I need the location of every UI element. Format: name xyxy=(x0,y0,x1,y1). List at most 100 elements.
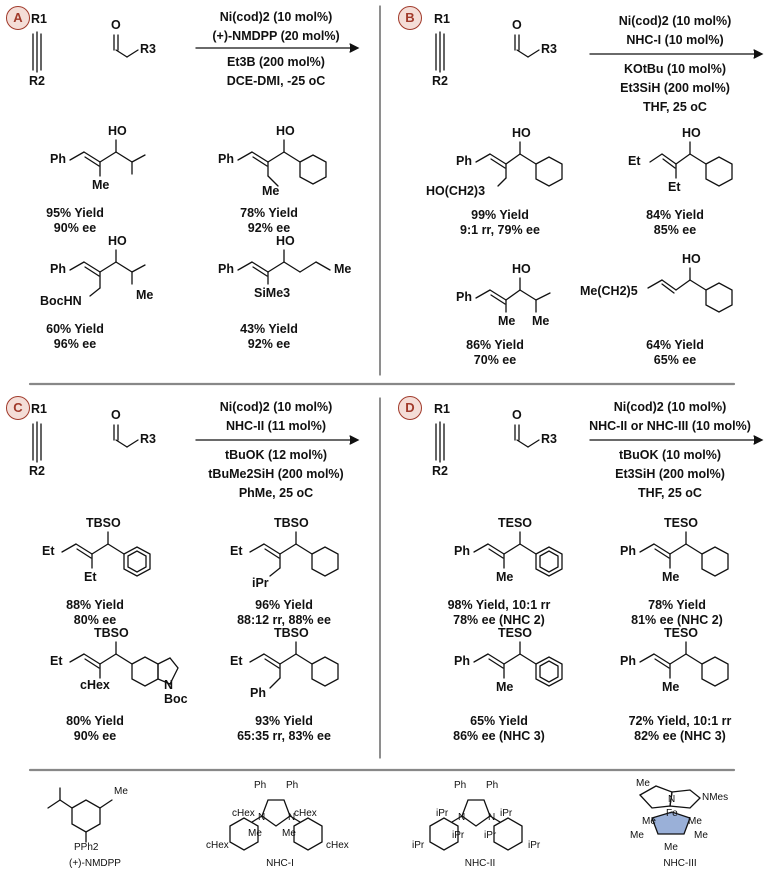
ligand-group-label: Me xyxy=(688,816,702,827)
selectivity-label-a2: 92% ee xyxy=(247,221,291,235)
ligand-group-label: N xyxy=(258,812,266,823)
product-structure-d1 xyxy=(473,531,563,577)
yield-label-c2: 96% Yield xyxy=(255,598,313,612)
ligand-group-label: Me xyxy=(630,830,644,841)
yield-label-d1: 98% Yield, 10:1 rr xyxy=(447,598,551,612)
group-label: HO xyxy=(276,124,295,138)
alkyne-r1-label-c: R1 xyxy=(31,402,47,416)
yield-label-a4: 43% Yield xyxy=(240,322,298,336)
group-label: Et xyxy=(42,544,55,558)
group-label: Et xyxy=(230,544,243,558)
ligand-group-label: Me xyxy=(664,842,678,853)
ligand-name-nhc-i: NHC-I xyxy=(266,858,294,869)
ligand-group-label: Me xyxy=(282,828,296,839)
group-label: Ph xyxy=(454,544,470,558)
selectivity-label-c3: 90% ee xyxy=(73,729,117,743)
aldehyde-structure-a xyxy=(113,34,139,58)
ligand-structure-nhc-ii xyxy=(429,799,523,851)
group-label: Me xyxy=(136,288,154,302)
aldehyde-o-label-d: O xyxy=(512,408,522,422)
product-structure-c1 xyxy=(61,531,151,577)
ligand-group-label: cHex xyxy=(326,840,349,851)
product-structure-b2 xyxy=(649,141,733,187)
group-label: Me xyxy=(532,314,550,328)
conditions-d-line1: Ni(cod)2 (10 mol%) xyxy=(613,400,727,414)
ligand-group-label: Me xyxy=(248,828,262,839)
group-label: TBSO xyxy=(274,516,309,530)
conditions-b-line5: THF, 25 oC xyxy=(643,100,707,114)
group-label: TBSO xyxy=(94,626,129,640)
group-label: Ph xyxy=(250,686,266,700)
ligand-group-label: Me xyxy=(694,830,708,841)
ligand-structure-nmdpp xyxy=(47,787,113,843)
group-label: TBSO xyxy=(274,626,309,640)
yield-label-b1: 99% Yield xyxy=(471,208,529,222)
ligand-name-nhc-iii: NHC-III xyxy=(663,858,697,869)
group-label: SiMe3 xyxy=(254,286,291,300)
conditions-b-line2: NHC-I (10 mol%) xyxy=(626,33,724,47)
selectivity-label-c2: 88:12 rr, 88% ee xyxy=(237,613,331,627)
group-label: TESO xyxy=(498,626,533,640)
conditions-c-line5: PhMe, 25 oC xyxy=(238,486,314,500)
ligand-group-label: N xyxy=(458,812,466,823)
selectivity-label-b1: 9:1 rr, 79% ee xyxy=(460,223,540,237)
group-label: TBSO xyxy=(86,516,121,530)
group-label: TESO xyxy=(664,516,699,530)
aldehyde-o-label-b: O xyxy=(512,18,522,32)
group-label: Me xyxy=(496,570,514,584)
selectivity-label-a1: 90% ee xyxy=(53,221,97,235)
yield-label-a1: 95% Yield xyxy=(46,206,104,220)
group-label: Ph xyxy=(50,262,66,276)
ligand-group-label: Fe xyxy=(666,808,678,819)
ligand-group-label: iPr xyxy=(528,840,541,851)
alkyne-structure-a xyxy=(32,31,42,73)
ligand-structure-nhc-iii xyxy=(638,785,701,835)
product-structure-b4 xyxy=(647,267,733,313)
ligand-group-label: iPr xyxy=(436,808,449,819)
group-label: HO xyxy=(512,262,531,276)
conditions-d-line3: tBuOK (10 mol%) xyxy=(618,448,722,462)
product-structure-c4 xyxy=(249,641,339,689)
product-structure-c2 xyxy=(249,531,339,577)
conditions-b-line4: Et3SiH (200 mol%) xyxy=(620,81,730,95)
aldehyde-structure-b xyxy=(514,34,540,58)
group-label: iPr xyxy=(252,576,269,590)
group-label: Ph xyxy=(50,152,66,166)
product-structure-c3 xyxy=(69,641,179,687)
alkyne-r2-label-d: R2 xyxy=(432,464,448,478)
product-structure-d4 xyxy=(639,641,729,687)
panel-badge-d: D xyxy=(398,396,422,420)
group-label: Me xyxy=(496,680,514,694)
aldehyde-o-label-a: O xyxy=(111,18,121,32)
ligand-group-label: Ph xyxy=(486,780,499,791)
panel-badge-b: B xyxy=(398,6,422,30)
aldehyde-r3-label-d: R3 xyxy=(541,432,557,446)
group-label: Boc xyxy=(164,692,188,706)
yield-label-a3: 60% Yield xyxy=(46,322,104,336)
yield-label-b4: 64% Yield xyxy=(646,338,704,352)
group-label: HO xyxy=(108,234,127,248)
group-label: cHex xyxy=(80,678,110,692)
ligand-group-label: iPr xyxy=(412,840,425,851)
group-label: Ph xyxy=(456,154,472,168)
product-structure-b3 xyxy=(475,277,551,313)
ligand-group-label: Me xyxy=(636,778,650,789)
conditions-c-line2: NHC-II (11 mol%) xyxy=(225,419,326,433)
group-label: Me xyxy=(662,570,680,584)
conditions-b-line1: Ni(cod)2 (10 mol%) xyxy=(618,14,732,28)
conditions-b-line3: KOtBu (10 mol%) xyxy=(623,62,727,76)
group-label: N xyxy=(164,678,174,692)
conditions-c-line1: Ni(cod)2 (10 mol%) xyxy=(219,400,333,414)
product-structure-a4 xyxy=(237,249,331,285)
aldehyde-r3-label-c: R3 xyxy=(140,432,156,446)
selectivity-label-d1: 78% ee (NHC 2) xyxy=(453,613,545,627)
ligand-group-label: cHex xyxy=(206,840,229,851)
conditions-a-line4: DCE-DMI, -25 oC xyxy=(226,74,326,88)
group-label: TESO xyxy=(664,626,699,640)
product-structure-d2 xyxy=(639,531,729,577)
yield-label-d4: 72% Yield, 10:1 rr xyxy=(628,714,732,728)
aldehyde-o-label-c: O xyxy=(111,408,121,422)
ligand-group-label: N xyxy=(668,794,676,805)
